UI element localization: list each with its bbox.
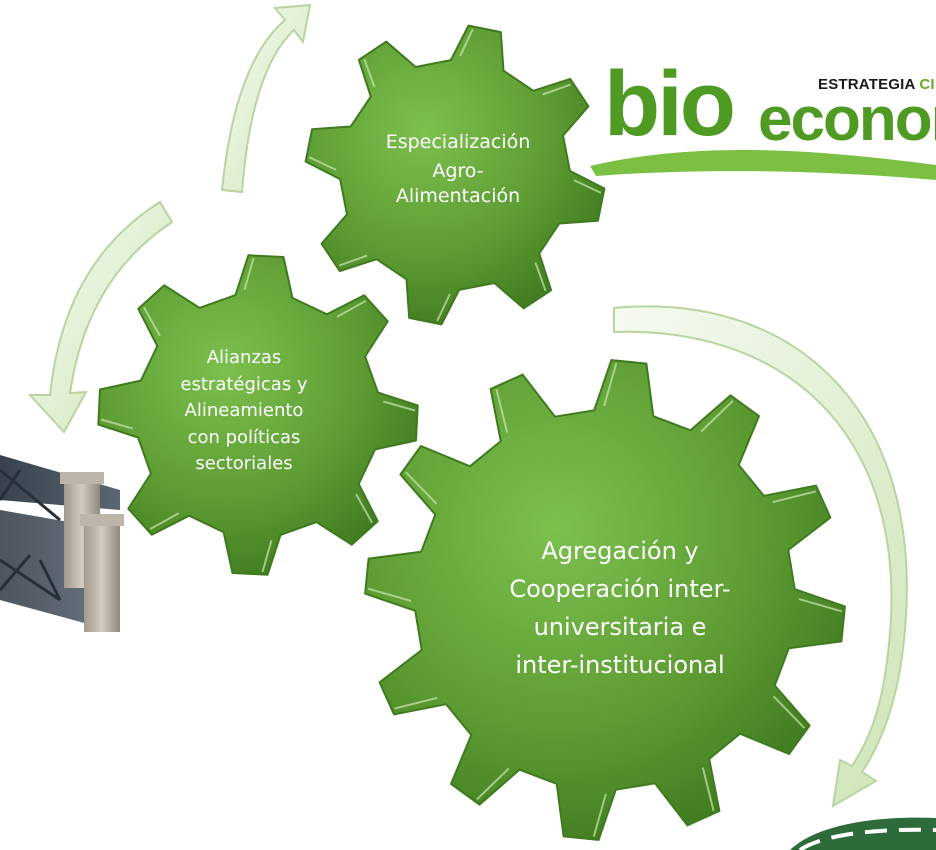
logo-prefix: bio — [604, 53, 736, 155]
gear-top-tooth-highlight — [534, 262, 547, 292]
gear-top-label: Especialización Agro- Alimentación — [348, 128, 568, 211]
gear-bottom-line-3: universitaria e — [533, 613, 707, 641]
gear-bottom-tooth-highlight — [394, 696, 438, 710]
arrow-right — [613, 305, 908, 808]
gear-bottom-tooth-highlight — [603, 363, 618, 407]
gear-left-shape — [97, 254, 419, 576]
gear-left-label: Alianzas estratégicas y Alineamiento con… — [144, 345, 344, 478]
logo-tagline: ESTRATEGIA CI — [818, 76, 935, 93]
gear-bottom-tooth-highlight — [368, 587, 412, 602]
gear-left-line-1: Alianzas — [206, 347, 282, 368]
bridge-illustration — [0, 455, 124, 632]
gear-top-tooth-highlight — [573, 179, 602, 194]
gear-bottom-tooth-highlight — [495, 389, 509, 433]
gear-left-line-4: con políticas — [187, 426, 301, 448]
logo-tagline-dark: ESTRATEGIA — [818, 76, 920, 93]
arrow-left-shape — [27, 200, 174, 434]
arrow-left — [27, 200, 174, 434]
gear-left-line-3: Alineamiento — [184, 400, 304, 421]
gear-alianzas — [97, 254, 419, 576]
gear-left-line-5: sectoriales — [195, 453, 293, 474]
gear-bottom-tooth-highlight — [404, 471, 438, 505]
gear-top-line-2: Agro- — [432, 160, 484, 182]
gear-bottom-tooth-highlight — [798, 598, 842, 613]
gear-agregacion — [364, 359, 846, 841]
gear-bottom-line-1: Agregación y — [541, 537, 699, 565]
gear-left-tooth-highlight — [336, 300, 367, 318]
gear-bottom-shape — [364, 359, 846, 841]
bottom-right-ring — [790, 817, 936, 850]
gear-top-tooth-highlight — [542, 83, 572, 96]
gear-especializacion — [304, 24, 606, 326]
gear-top-tooth-highlight — [338, 254, 368, 267]
gear-bottom-tooth-highlight — [772, 490, 816, 504]
gear-bottom-tooth-highlight — [592, 793, 607, 837]
gear-bottom-line-4: inter-institucional — [515, 651, 725, 679]
gear-top-shape — [304, 24, 606, 326]
logo-swoosh — [590, 149, 936, 180]
gear-bottom-tooth-highlight — [701, 767, 715, 811]
arrow-right-shape — [613, 305, 908, 808]
logo-tagline-accent: CI — [919, 76, 935, 93]
gear-top-tooth-highlight — [459, 28, 474, 57]
gear-top-line-1: Especialización — [385, 131, 531, 153]
gear-left-tooth-highlight — [261, 540, 273, 573]
gear-top-tooth-highlight — [308, 156, 337, 171]
gear-top-line-3: Alimentación — [395, 185, 521, 207]
gear-bottom-tooth-highlight — [476, 767, 510, 801]
gear-bottom-line-2: Cooperación inter- — [509, 575, 731, 603]
gear-left-tooth-highlight — [100, 418, 133, 430]
arrow-top-shape — [220, 3, 312, 194]
gear-left-tooth-highlight — [383, 400, 416, 412]
gear-bottom-tooth-highlight — [772, 695, 806, 729]
gear-left-tooth-highlight — [143, 306, 161, 337]
gear-left-tooth-highlight — [243, 257, 255, 290]
gear-left-tooth-highlight — [149, 512, 180, 530]
arrow-top — [220, 3, 312, 194]
gear-top-tooth-highlight — [436, 293, 451, 322]
gear-left-tooth-highlight — [355, 493, 373, 524]
gear-bottom-label: Agregación y Cooperación inter- universi… — [470, 532, 770, 684]
logo-word: econor — [758, 85, 936, 154]
gear-top-tooth-highlight — [363, 58, 376, 88]
gear-left-line-2: estratégicas y — [180, 373, 308, 395]
gear-bottom-tooth-highlight — [700, 399, 734, 433]
bioeconomia-logo: bio econor — [590, 53, 936, 200]
